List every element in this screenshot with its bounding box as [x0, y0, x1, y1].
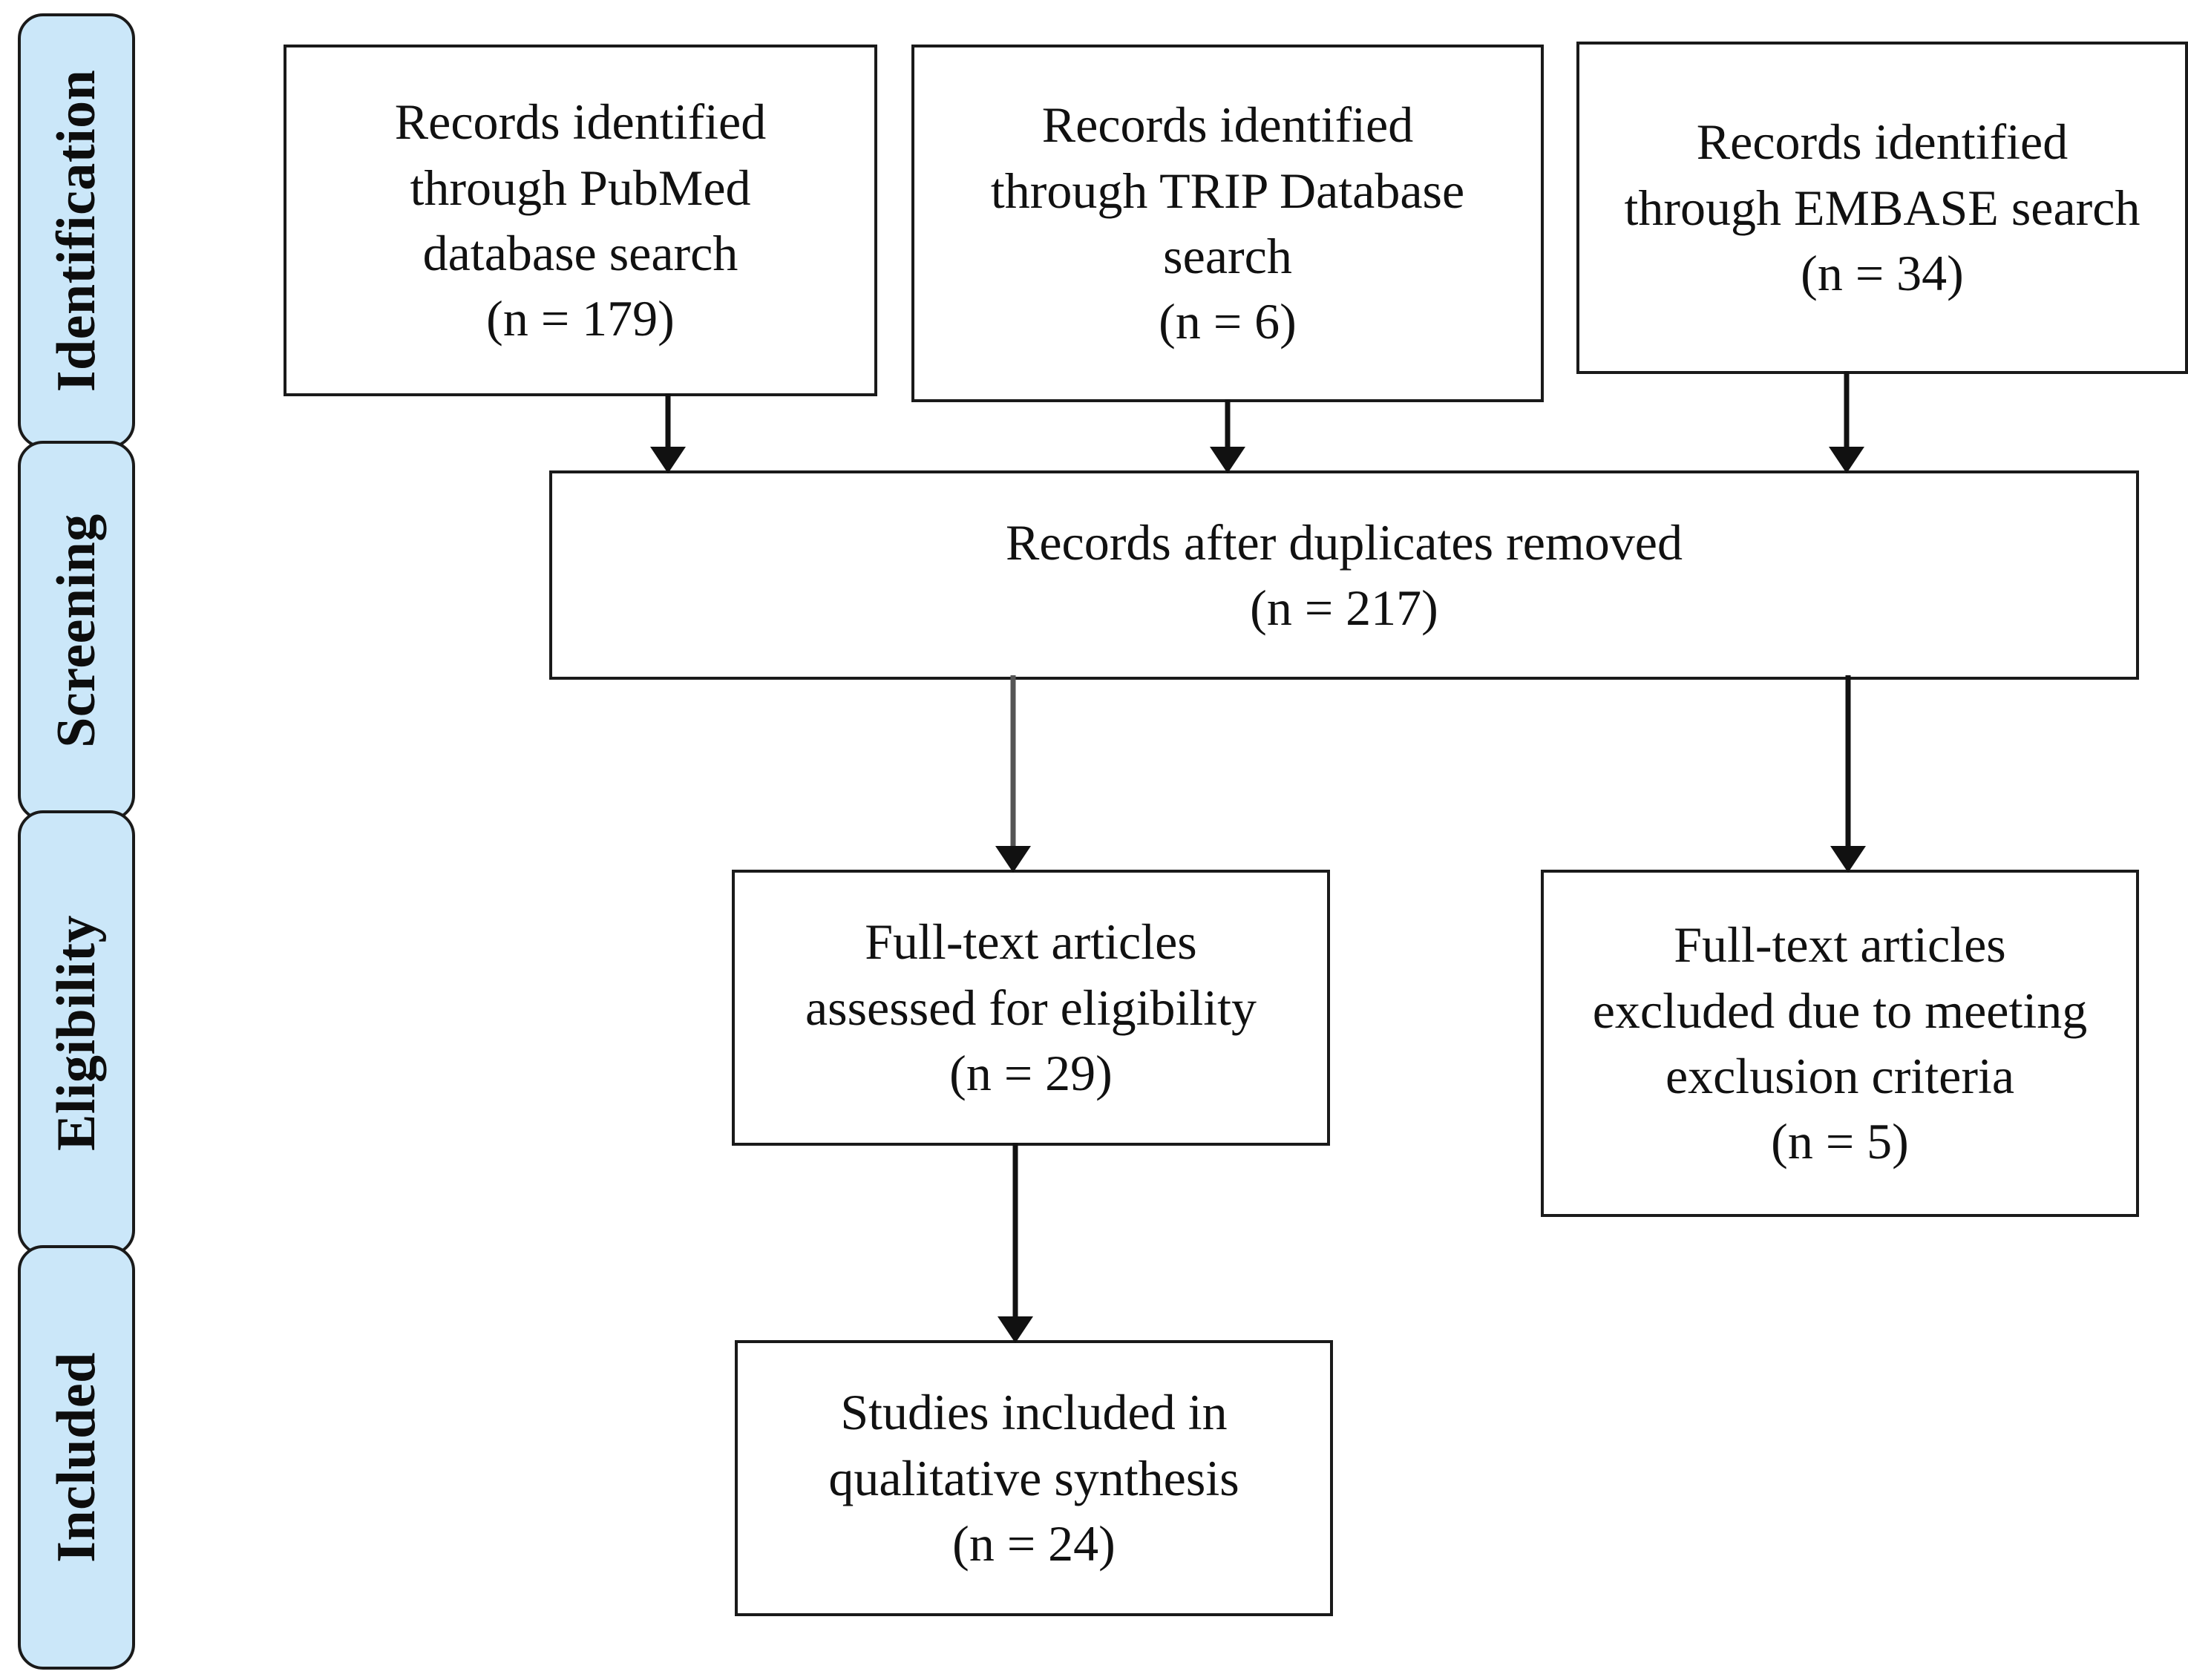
box-eligibility-assessed-count: (n = 29) [949, 1045, 1113, 1102]
arrow-eligibility-to-included [986, 1143, 1045, 1345]
stage-label-eligibility: Eligibility [46, 914, 107, 1152]
box-records-embase-count: (n = 34) [1801, 245, 1964, 302]
box-duplicates-removed-count: (n = 217) [1250, 580, 1438, 636]
box-records-embase-line-1: Records identified [1696, 114, 2069, 171]
stage-tab-eligibility: Eligibility [18, 810, 135, 1256]
box-eligibility-assessed-line-1: Full-text articles [865, 913, 1197, 971]
box-records-trip: Records identified through TRIP Database… [911, 45, 1544, 402]
box-excluded-articles: Full-text articles excluded due to meeti… [1541, 870, 2139, 1217]
box-records-pubmed-line-1: Records identified [394, 93, 767, 151]
box-records-pubmed: Records identified through PubMed databa… [284, 45, 877, 396]
box-records-trip-line-1: Records identified [1041, 96, 1414, 154]
box-records-pubmed-count: (n = 179) [486, 290, 675, 347]
box-excluded-articles-line-3: exclusion criteria [1665, 1048, 2015, 1104]
box-included-studies-count: (n = 24) [952, 1515, 1116, 1572]
arrow-embase-to-duplicates [1817, 371, 1876, 475]
box-included-studies: Studies included in qualitative synthesi… [735, 1340, 1333, 1616]
box-records-embase: Records identified through EMBASE search… [1576, 42, 2188, 374]
box-records-pubmed-line-2: through PubMed [410, 159, 751, 216]
box-excluded-articles-line-1: Full-text articles [1674, 916, 2006, 974]
arrow-duplicates-to-excluded [1818, 675, 1878, 874]
box-records-trip-count: (n = 6) [1159, 293, 1297, 350]
stage-label-included: Included [46, 1352, 107, 1563]
stage-label-screening: Screening [46, 513, 107, 748]
box-included-studies-line-1: Studies included in [840, 1384, 1228, 1441]
box-duplicates-removed: Records after duplicates removed (n = 21… [549, 470, 2139, 680]
box-records-pubmed-line-3: database search [422, 225, 738, 281]
box-records-trip-line-2: through TRIP Database [990, 162, 1465, 219]
box-included-studies-line-2: qualitative synthesis [828, 1449, 1239, 1506]
stage-label-identification: Identification [46, 69, 107, 393]
box-eligibility-assessed-line-2: assessed for eligibility [805, 979, 1257, 1036]
stage-tab-identification: Identification [18, 13, 135, 448]
box-records-trip-line-3: search [1163, 228, 1292, 284]
stage-tab-screening: Screening [18, 441, 135, 821]
arrow-trip-to-duplicates [1198, 399, 1257, 475]
arrow-duplicates-to-eligibility [983, 675, 1043, 874]
stage-tab-included: Included [18, 1245, 135, 1670]
box-eligibility-assessed: Full-text articles assessed for eligibil… [732, 870, 1330, 1146]
box-records-embase-line-2: through EMBASE search [1624, 179, 2140, 236]
box-excluded-articles-count: (n = 5) [1771, 1113, 1909, 1170]
arrow-pubmed-to-duplicates [638, 393, 698, 475]
box-duplicates-removed-line-1: Records after duplicates removed [1006, 513, 1683, 571]
box-excluded-articles-line-2: excluded due to meeting [1592, 982, 2088, 1039]
